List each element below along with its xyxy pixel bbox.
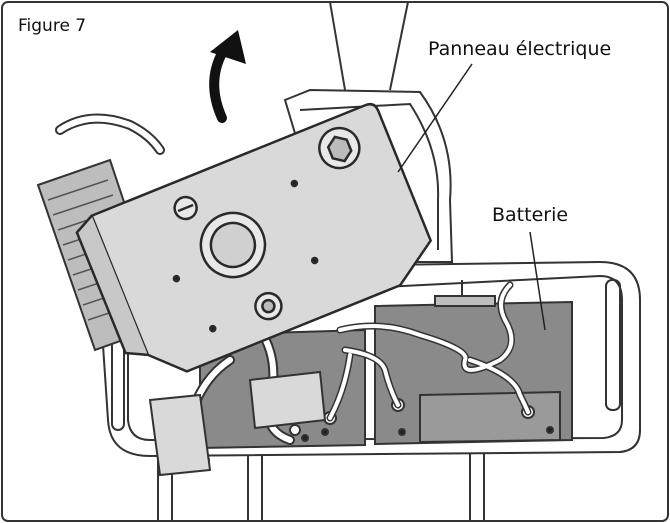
rotation-arrow-icon [209, 30, 246, 123]
callout-electrical-panel: Panneau électrique [428, 38, 612, 60]
figure-label: Figure 7 [18, 16, 87, 36]
lower-components [148, 370, 327, 477]
electrical-panel [75, 102, 433, 373]
callout-battery: Batterie [492, 204, 569, 226]
leader-lines [397, 63, 546, 331]
